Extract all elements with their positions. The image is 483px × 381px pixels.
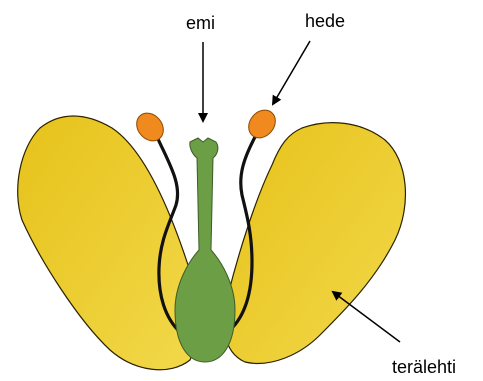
anther-right — [243, 105, 281, 143]
arrow-stamen — [273, 41, 310, 104]
arrow-petal — [333, 292, 400, 342]
label-stamen: hede — [305, 11, 345, 31]
label-petal: terälehti — [392, 357, 456, 377]
pistil — [175, 138, 235, 362]
label-pistil: emi — [186, 13, 215, 33]
anther-left — [131, 108, 169, 146]
petal-left — [18, 116, 198, 370]
